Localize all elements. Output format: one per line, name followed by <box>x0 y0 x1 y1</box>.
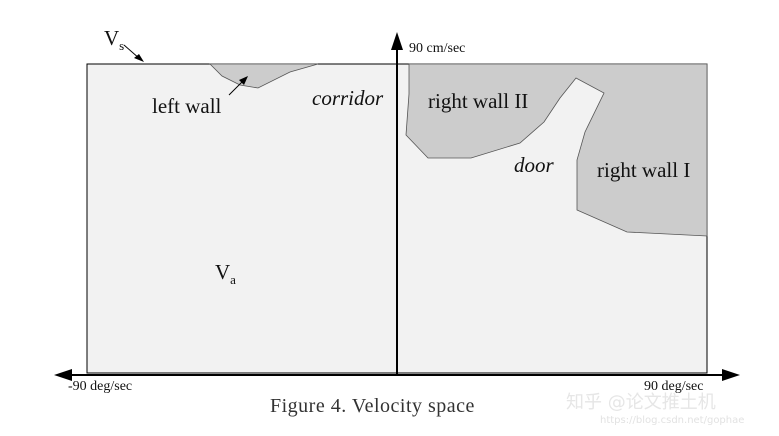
va-label: Va <box>215 260 236 287</box>
right-wall-ii-label: right wall II <box>428 89 529 113</box>
va-subscript: a <box>230 272 236 287</box>
left-wall-region <box>209 63 319 89</box>
x-axis-right-arrowhead <box>722 369 740 381</box>
watermark-url: https://blog.csdn.net/gophae <box>600 415 745 426</box>
y-axis-arrowhead <box>391 32 403 50</box>
left-wall-pointer-arrowhead <box>239 76 248 85</box>
y-axis-label: 90 cm/sec <box>409 41 466 56</box>
vs-letter: V <box>104 26 120 50</box>
watermark-text: 知乎 @论文推土机 <box>566 392 716 413</box>
figure-caption: Figure 4. Velocity space <box>270 395 475 417</box>
corridor-label: corridor <box>312 86 384 110</box>
vs-subscript: s <box>119 38 125 53</box>
left-wall-label: left wall <box>152 94 222 118</box>
right-wall-ii-region <box>405 63 708 237</box>
x-axis-left-label: -90 deg/sec <box>68 379 133 394</box>
door-label: door <box>514 153 554 177</box>
vs-pointer-arrowhead <box>134 54 144 62</box>
x-axis-left-arrowhead <box>54 369 72 381</box>
x-axis-right-label: 90 deg/sec <box>644 379 704 394</box>
va-letter: V <box>215 260 231 284</box>
vs-label: Vs <box>104 26 124 53</box>
right-wall-i-label: right wall I <box>597 158 691 182</box>
